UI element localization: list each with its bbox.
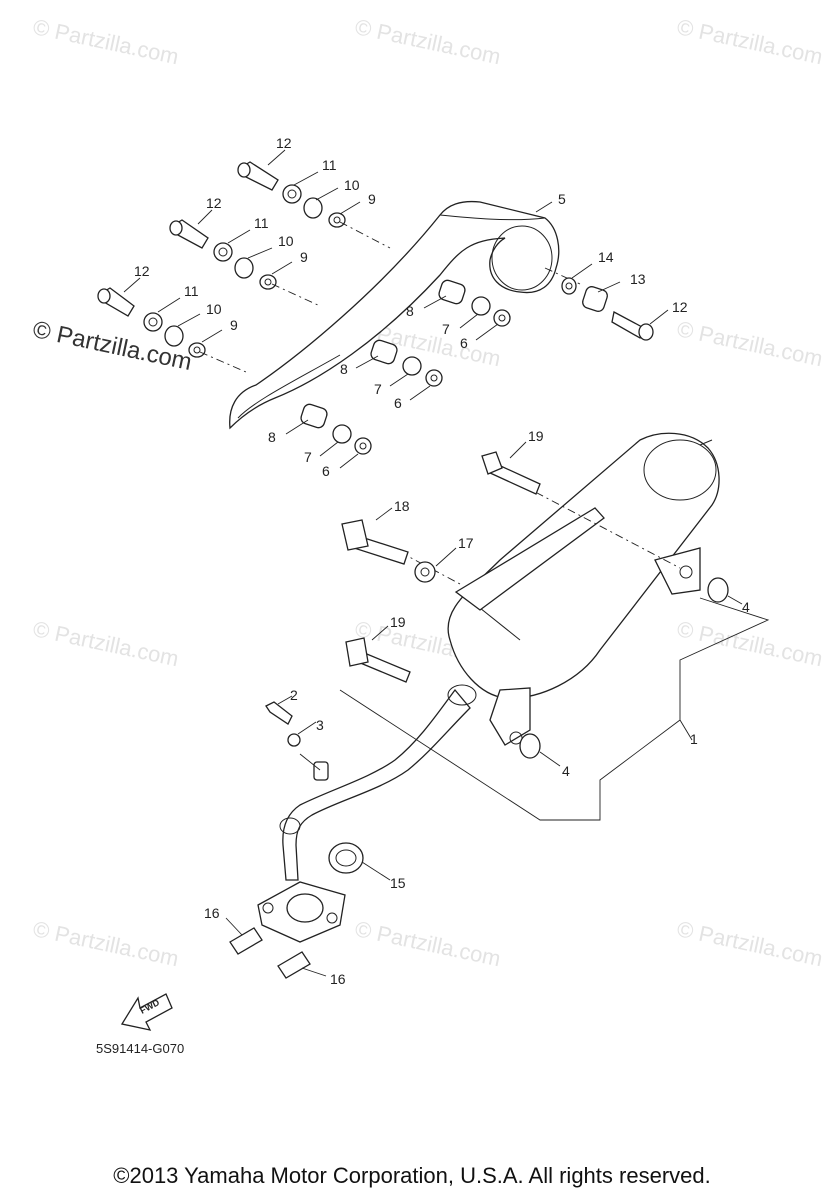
callout-8: 8 [406, 303, 414, 319]
collar[interactable] [471, 296, 491, 316]
callout-11: 11 [322, 157, 337, 173]
exhaust-pipe[interactable] [257, 684, 477, 943]
callout-13: 13 [630, 271, 646, 287]
callout-1: 1 [690, 731, 698, 747]
callout-3: 3 [316, 717, 324, 733]
washer[interactable] [493, 309, 511, 327]
spring-washer[interactable] [143, 312, 163, 332]
callout-14: 14 [598, 249, 614, 265]
damper[interactable] [299, 403, 328, 429]
callout-4: 4 [742, 599, 750, 615]
heat-protector[interactable] [229, 200, 560, 430]
callout-7: 7 [374, 381, 382, 397]
collar[interactable] [581, 285, 609, 313]
callout-12: 12 [276, 135, 292, 151]
bolt[interactable] [611, 311, 654, 341]
washer[interactable] [425, 369, 443, 387]
forward-arrow-icon: FWD [120, 993, 173, 1031]
washer[interactable] [354, 437, 372, 455]
callout-7: 7 [442, 321, 450, 337]
callout-6: 6 [322, 463, 330, 479]
callout-10: 10 [206, 301, 222, 317]
bolt[interactable] [97, 287, 135, 317]
damper[interactable] [369, 339, 398, 365]
washer[interactable] [259, 274, 277, 290]
callout-12: 12 [206, 195, 222, 211]
callout-17: 17 [458, 535, 474, 551]
bolt[interactable] [237, 161, 279, 191]
collar[interactable] [402, 356, 422, 376]
callout-4: 4 [562, 763, 570, 779]
damper[interactable] [519, 733, 541, 759]
spring-washer[interactable] [213, 242, 233, 262]
callout-9: 9 [230, 317, 238, 333]
callout-12: 12 [134, 263, 150, 279]
callout-9: 9 [368, 191, 376, 207]
callout-6: 6 [460, 335, 468, 351]
callout-18: 18 [394, 498, 410, 514]
stud-bolt[interactable] [277, 951, 311, 979]
callout-5: 5 [558, 191, 566, 207]
copyright-notice: ©2013 Yamaha Motor Corporation, U.S.A. A… [113, 1163, 711, 1188]
stud-bolt[interactable] [229, 927, 263, 955]
callout-11: 11 [254, 215, 269, 231]
callout-6: 6 [394, 395, 402, 411]
washer[interactable] [414, 561, 436, 583]
bolt[interactable] [169, 219, 209, 249]
bolt[interactable] [341, 519, 409, 565]
collar[interactable] [234, 257, 254, 279]
callout-7: 7 [304, 449, 312, 465]
callout-9: 9 [300, 249, 308, 265]
damper[interactable] [707, 577, 729, 603]
gasket[interactable] [328, 842, 364, 874]
callout-12: 12 [672, 299, 688, 315]
washer[interactable] [561, 277, 577, 295]
callout-8: 8 [268, 429, 276, 445]
collar[interactable] [164, 325, 184, 347]
callout-2: 2 [290, 687, 298, 703]
callout-8: 8 [340, 361, 348, 377]
callout-19: 19 [528, 428, 544, 444]
diagram-code: 5S91414-G070 [96, 1041, 185, 1056]
callout-11: 11 [184, 283, 199, 299]
clamp[interactable] [313, 761, 329, 781]
washer[interactable] [188, 342, 206, 358]
collar[interactable] [332, 424, 352, 444]
spring-washer[interactable] [282, 184, 302, 204]
washer[interactable] [328, 212, 346, 228]
callout-16: 16 [330, 971, 346, 987]
bolt[interactable] [265, 701, 293, 725]
bolt[interactable] [345, 637, 411, 683]
callout-16: 16 [204, 905, 220, 921]
washer[interactable] [287, 733, 301, 747]
bolt[interactable] [481, 451, 541, 495]
callout-15: 15 [390, 875, 406, 891]
callout-10: 10 [344, 177, 360, 193]
muffler[interactable] [447, 432, 720, 746]
damper[interactable] [437, 279, 466, 305]
collar[interactable] [303, 197, 323, 219]
callout-19: 19 [390, 614, 406, 630]
callout-10: 10 [278, 233, 294, 249]
